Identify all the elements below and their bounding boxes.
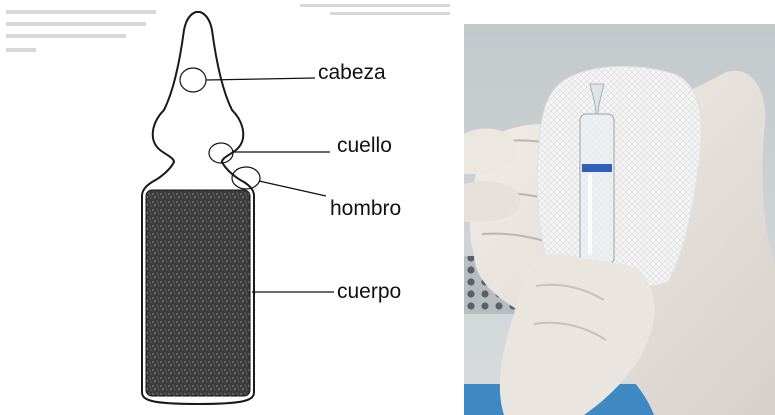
ampoule-photo [464, 24, 775, 415]
head-leader-line [206, 78, 315, 80]
shoulder-leader-line [259, 181, 326, 196]
neck-label: cuello [337, 135, 392, 156]
ampoule-diagram: cabeza cuello hombro cuerpo [0, 0, 460, 415]
shoulder-label: hombro [330, 198, 401, 219]
photo-illustration [464, 24, 775, 415]
faint-scan-marks [6, 4, 450, 52]
ampoule-liquid [146, 190, 250, 396]
body-label: cuerpo [337, 281, 401, 302]
head-label: cabeza [318, 62, 386, 83]
